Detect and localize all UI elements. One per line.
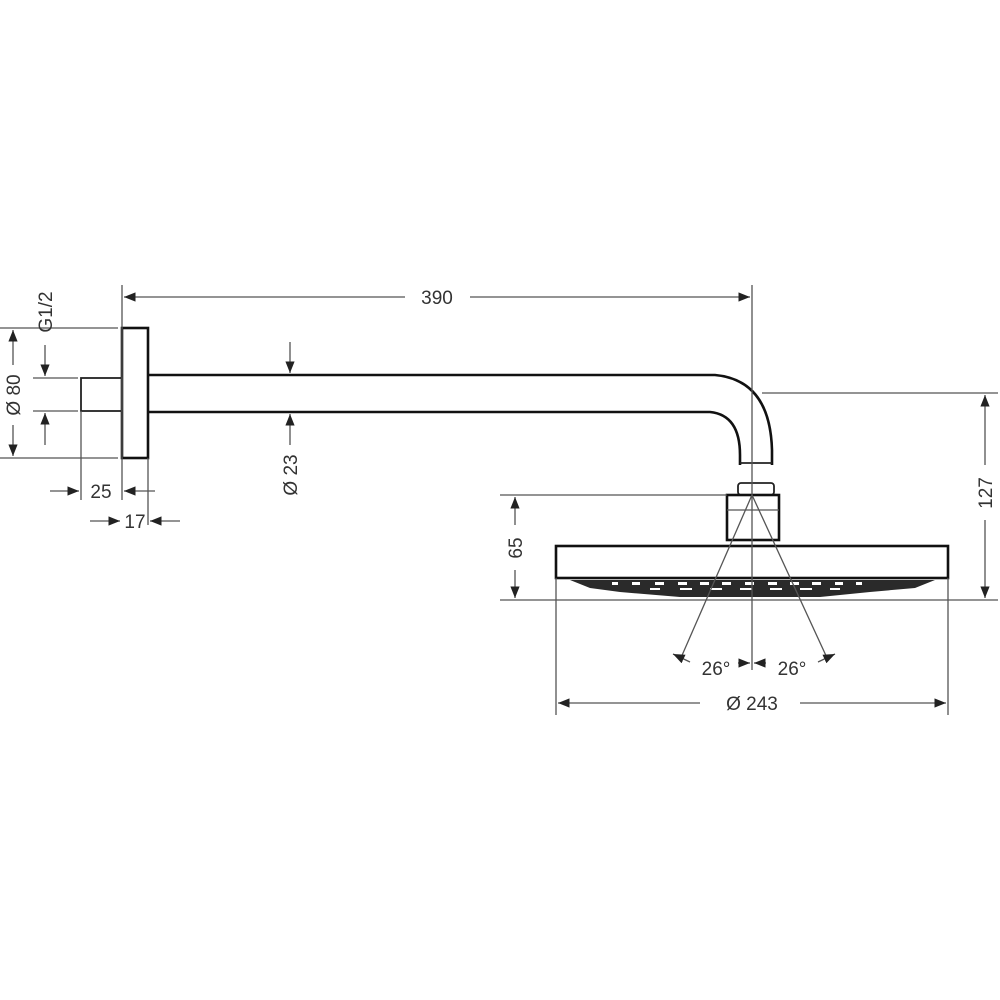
- dimension-arm-diameter: Ø 23: [281, 342, 302, 496]
- dimension-spray-angle: 26° 26°: [672, 653, 836, 680]
- dim-thread-label: G1/2: [36, 291, 57, 332]
- dimension-head-height: 65: [506, 497, 527, 598]
- dim-25-label: 25: [90, 482, 111, 503]
- dim-243-label: Ø 243: [726, 694, 778, 715]
- dim-80-label: Ø 80: [4, 374, 25, 415]
- dimension-thread: G1/2: [36, 291, 57, 445]
- dimension-total-drop: 127: [976, 395, 997, 598]
- shower-arm: [148, 373, 774, 465]
- dim-390-label: 390: [421, 288, 453, 309]
- angle-right-label: 26°: [778, 659, 807, 680]
- dimension-flange-thickness: 17: [90, 512, 180, 533]
- dimension-arm-length: 390: [123, 288, 750, 309]
- dim-17-label: 17: [124, 512, 145, 533]
- ball-joint: [725, 482, 781, 542]
- dimension-flange-depth: 25: [50, 482, 155, 503]
- dim-127-label: 127: [976, 477, 997, 509]
- dim-23-label: Ø 23: [281, 454, 302, 495]
- dimension-flange-diameter: Ø 80: [4, 330, 25, 456]
- angle-left-label: 26°: [702, 659, 731, 680]
- wall-flange: [80, 326, 150, 460]
- extension-lines: [0, 285, 998, 715]
- dim-65-label: 65: [506, 537, 527, 558]
- dimension-head-diameter: Ø 243: [558, 694, 946, 715]
- spray-cone: [679, 285, 829, 670]
